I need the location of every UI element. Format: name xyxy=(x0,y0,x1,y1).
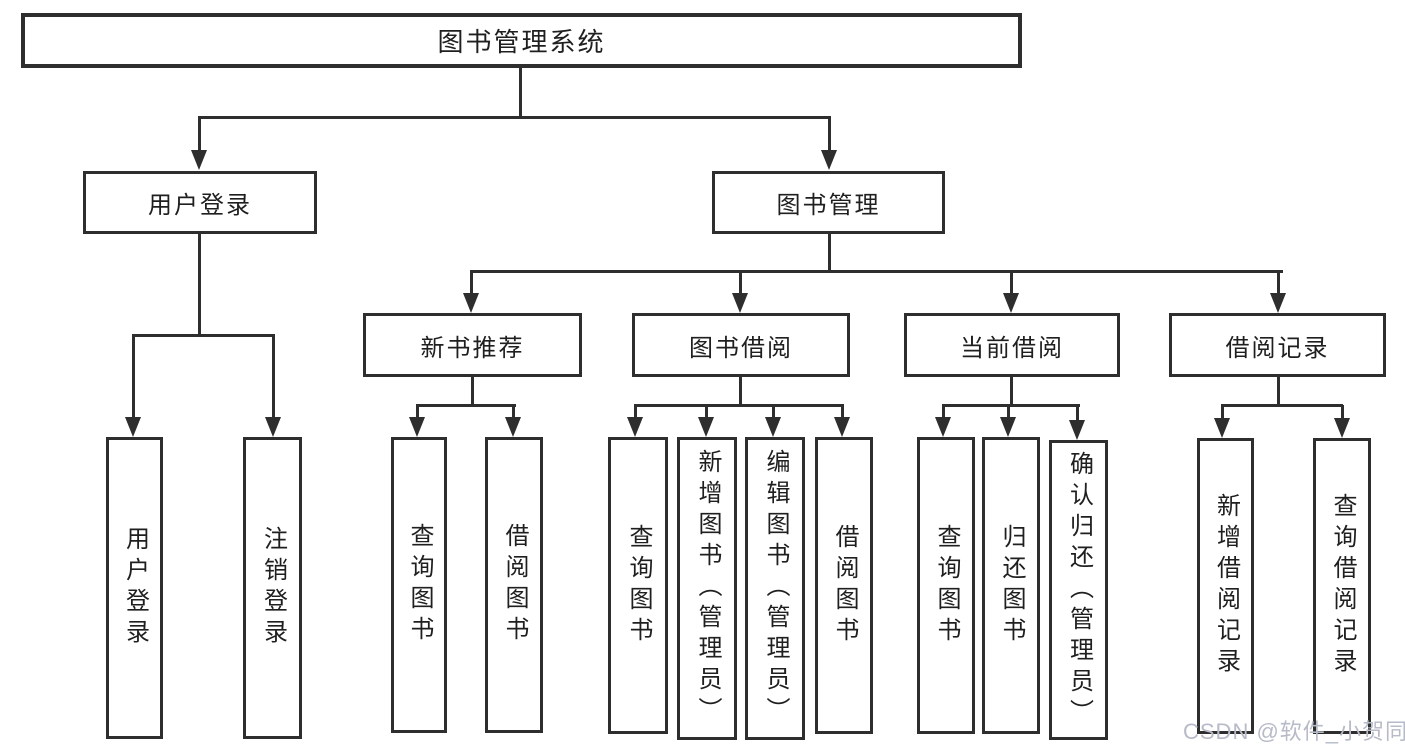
connector-line xyxy=(1221,404,1343,407)
arrowhead-icon xyxy=(463,293,479,313)
connector-line xyxy=(841,405,844,419)
connector-line xyxy=(828,234,831,272)
csdn-watermark: CSDN @软件_小贺同学 xyxy=(1183,719,1405,744)
connector-line xyxy=(1007,405,1010,419)
node-label: 图书管理 xyxy=(776,192,881,219)
leaf-add-borrow-record: 新增借阅记录 xyxy=(1197,438,1254,734)
arrowhead-icon xyxy=(834,417,850,437)
node-label: 查询图书 xyxy=(625,523,652,648)
node-user-login: 用户登录 xyxy=(83,171,317,234)
arrowhead-icon xyxy=(409,417,425,437)
leaf-query-books: 查询图书 xyxy=(608,437,668,734)
node-label: 确认归还（管理员） xyxy=(1065,450,1093,730)
leaf-logout: 注销登录 xyxy=(243,437,302,739)
connector-line xyxy=(272,335,275,419)
node-label: 借阅图书 xyxy=(831,523,858,648)
node-label: 新增借阅记录 xyxy=(1212,493,1240,679)
leaf-query-books: 查询图书 xyxy=(391,437,447,733)
leaf-confirm-return-admin: 确认归还（管理员） xyxy=(1049,440,1108,740)
arrowhead-icon xyxy=(125,417,141,437)
node-label: 编辑图书（管理员） xyxy=(762,449,789,728)
node-book-borrowing: 图书借阅 xyxy=(632,313,850,377)
leaf-add-books-admin: 新增图书（管理员） xyxy=(677,437,737,740)
node-label: 当前借阅 xyxy=(960,334,1064,362)
node-label: 用户登录 xyxy=(148,192,252,219)
node-label: 归还图书 xyxy=(998,523,1025,648)
arrowhead-icon xyxy=(1003,293,1019,313)
arrowhead-icon xyxy=(265,417,281,437)
node-label: 查询图书 xyxy=(933,523,960,648)
node-label: 借阅图书 xyxy=(501,523,528,647)
connector-line xyxy=(470,270,1283,273)
arrowhead-icon xyxy=(1000,417,1016,437)
connector-line xyxy=(512,405,515,419)
arrowhead-icon xyxy=(1270,293,1286,313)
connector-line xyxy=(942,404,1080,407)
leaf-query-borrow-record: 查询借阅记录 xyxy=(1313,438,1371,734)
node-label: 新增图书（管理员） xyxy=(694,449,721,728)
leaf-borrow-books: 借阅图书 xyxy=(485,437,543,733)
connector-line xyxy=(739,271,742,295)
leaf-borrow-books: 借阅图书 xyxy=(815,437,873,734)
arrowhead-icon xyxy=(1214,418,1230,438)
node-label: 查询借阅记录 xyxy=(1329,493,1356,679)
connector-line xyxy=(1221,405,1224,420)
connector-line xyxy=(198,117,201,152)
connector-line xyxy=(634,405,637,419)
arrowhead-icon xyxy=(1334,418,1350,438)
node-new-book-recommend: 新书推荐 xyxy=(363,313,582,377)
node-current-borrowing: 当前借阅 xyxy=(904,313,1120,377)
connector-line xyxy=(1010,377,1013,406)
connector-line xyxy=(705,405,708,419)
node-label: 查询图书 xyxy=(406,523,433,647)
connector-line xyxy=(198,234,201,336)
leaf-edit-books-admin: 编辑图书（管理员） xyxy=(745,437,805,740)
connector-line xyxy=(634,404,844,407)
connector-line xyxy=(519,67,522,117)
leaf-user-login: 用户登录 xyxy=(106,437,163,739)
node-label: 图书借阅 xyxy=(689,334,793,362)
connector-line xyxy=(132,335,135,419)
connector-line xyxy=(828,117,831,152)
connector-line xyxy=(132,334,275,337)
connector-line xyxy=(1341,405,1344,420)
node-label: 新书推荐 xyxy=(420,334,525,362)
node-book-management: 图书管理 xyxy=(712,171,945,234)
arrowhead-icon xyxy=(821,150,837,170)
connector-line xyxy=(942,405,945,419)
connector-line xyxy=(471,377,474,406)
arrowhead-icon xyxy=(732,293,748,313)
connector-line xyxy=(470,271,473,295)
arrowhead-icon xyxy=(627,417,643,437)
node-label: 用户登录 xyxy=(121,526,149,650)
connector-line xyxy=(772,405,775,419)
node-label: 借阅记录 xyxy=(1225,334,1330,362)
arrowhead-icon xyxy=(505,417,521,437)
arrowhead-icon xyxy=(698,417,714,437)
arrowhead-icon xyxy=(1069,420,1085,440)
connector-line xyxy=(1277,377,1280,406)
connector-line xyxy=(1076,405,1079,421)
arrowhead-icon xyxy=(191,150,207,170)
node-label: 图书管理系统 xyxy=(437,27,606,57)
connector-line xyxy=(1010,271,1013,295)
node-label: 注销登录 xyxy=(259,526,287,650)
connector-line xyxy=(198,116,831,119)
node-borrow-records: 借阅记录 xyxy=(1169,313,1386,377)
leaf-query-books: 查询图书 xyxy=(917,437,975,734)
leaf-return-books: 归还图书 xyxy=(982,437,1040,734)
connector-line xyxy=(739,377,742,406)
connector-line xyxy=(416,404,516,407)
connector-line xyxy=(1277,271,1280,295)
arrowhead-icon xyxy=(935,417,951,437)
arrowhead-icon xyxy=(765,417,781,437)
node-root: 图书管理系统 xyxy=(21,13,1022,68)
connector-line xyxy=(416,405,419,419)
